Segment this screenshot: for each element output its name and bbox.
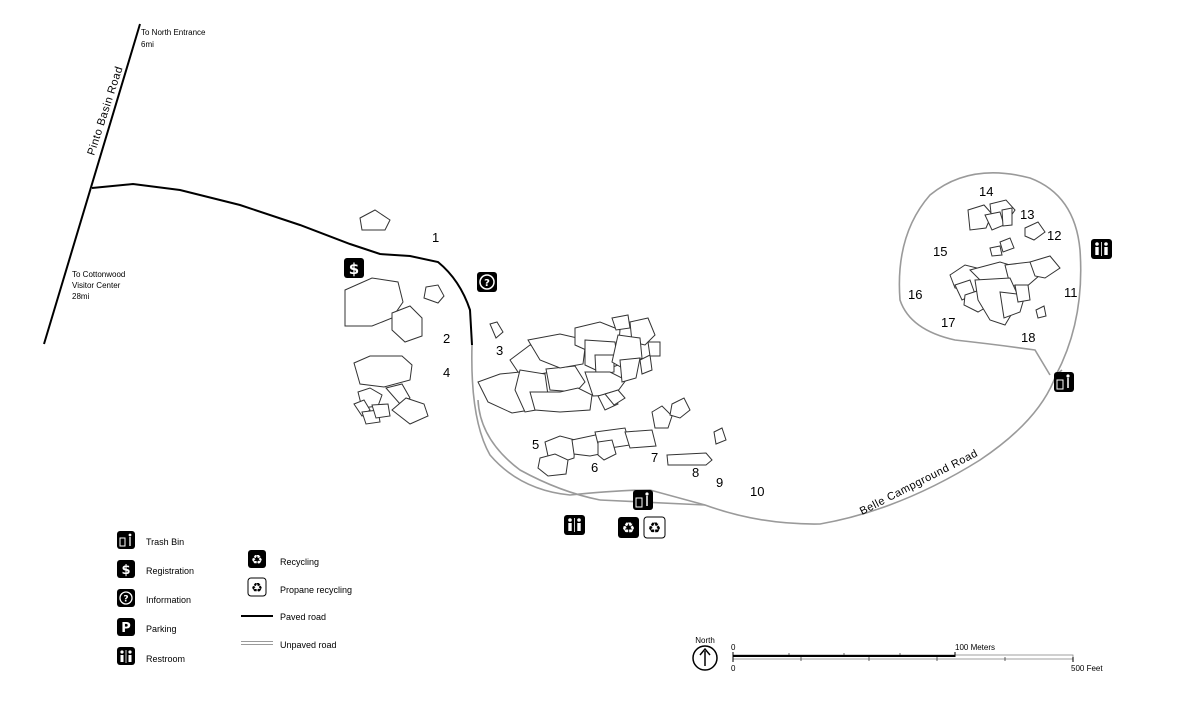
svg-text:♻: ♻: [251, 581, 263, 596]
pinto-basin-road-label: Pinto Basin Road: [85, 65, 125, 157]
question-icon: ?: [117, 589, 135, 607]
svg-text:♻: ♻: [622, 519, 635, 537]
site-17-label: 17: [941, 315, 955, 330]
paved-entrance-road: [91, 182, 473, 346]
legend-information-row: ? Information: [117, 589, 191, 607]
legend-propane-row: ♻ Propane recycling: [247, 577, 352, 597]
legend-parking-label: Parking: [146, 624, 177, 634]
site-7-label: 7: [651, 450, 658, 465]
legend-registration-row: $ Registration: [117, 560, 194, 578]
legend-unpaved-label: Unpaved road: [280, 640, 337, 650]
parking-icon: P: [117, 618, 135, 636]
trash-bin-icon[interactable]: [633, 490, 653, 510]
dollar-icon[interactable]: $: [344, 258, 364, 278]
svg-text:P: P: [121, 621, 131, 636]
svg-text:♻: ♻: [251, 553, 263, 568]
question-icon[interactable]: ?: [477, 272, 497, 292]
site-2-label: 2: [443, 331, 450, 346]
north-entrance-label-1: To North Entrance: [141, 28, 206, 37]
restroom-icon[interactable]: [1091, 239, 1112, 259]
legend: Trash Bin $ Registration ? Information P…: [117, 531, 352, 665]
site-10-label: 10: [750, 484, 764, 499]
site-1-label: 1: [432, 230, 439, 245]
legend-restroom-label: Restroom: [146, 654, 185, 664]
scale-feet-label: 500 Feet: [1071, 664, 1103, 673]
svg-text:$: $: [349, 260, 359, 278]
site-16-label: 16: [908, 287, 922, 302]
site-12-label: 12: [1047, 228, 1061, 243]
legend-parking-row: P Parking: [117, 618, 177, 636]
svg-text:$: $: [121, 563, 130, 578]
belle-campground-road-label: Belle Campground Road: [858, 448, 980, 518]
site-13-label: 13: [1020, 207, 1034, 222]
site-14-label: 14: [979, 184, 993, 199]
legend-recycling-row: ♻ Recycling: [248, 550, 319, 568]
site-9-label: 9: [716, 475, 723, 490]
propane-recycling-icon[interactable]: ♻: [643, 516, 666, 539]
legend-unpaved-row: Unpaved road: [241, 640, 337, 650]
site-15-label: 15: [933, 244, 947, 259]
pinto-basin-road: [43, 23, 141, 345]
site-6-label: 6: [591, 460, 598, 475]
recycling-icon: ♻: [248, 550, 266, 568]
unpaved-road-group: [471, 172, 1082, 525]
site-8-label: 8: [692, 465, 699, 480]
site-11-label: 11: [1064, 285, 1078, 300]
legend-paved-row: Paved road: [241, 612, 326, 622]
north-label: North: [695, 636, 715, 645]
svg-text:♻: ♻: [648, 519, 661, 537]
scale-zero-top: 0: [731, 643, 736, 652]
legend-information-label: Information: [146, 595, 191, 605]
legend-recycling-label: Recycling: [280, 557, 319, 567]
north-arrow: North: [692, 636, 718, 671]
site-5-label: 5: [532, 437, 539, 452]
site-3-label: 3: [496, 343, 503, 358]
scale-meters-label: 100 Meters: [955, 643, 995, 652]
cottonwood-label-2: Visitor Center: [72, 281, 121, 290]
site-4-label: 4: [443, 365, 450, 380]
cottonwood-label-1: To Cottonwood: [72, 270, 125, 279]
svg-text:?: ?: [484, 278, 490, 289]
svg-text:?: ?: [123, 595, 128, 605]
restroom-icon[interactable]: [564, 515, 585, 535]
legend-trash-row: Trash Bin: [117, 531, 184, 549]
north-entrance-label-2: 6mi: [141, 40, 154, 49]
restroom-icon: [117, 647, 135, 665]
legend-restroom-row: Restroom: [117, 647, 185, 665]
scale-zero-bottom: 0: [731, 664, 736, 673]
site-numbers: 1 2 3 4 5 6 7 8 9 10 11 12 13 14 15 16 1…: [432, 184, 1078, 499]
site-18-label: 18: [1021, 330, 1035, 345]
dollar-icon: $: [117, 560, 135, 578]
scale-bar: 0 100 Meters 0 500 Feet: [731, 643, 1103, 673]
trash-bin-icon: [117, 531, 135, 549]
legend-paved-label: Paved road: [280, 612, 326, 622]
rocks: [344, 199, 1061, 477]
propane-recycling-icon: ♻: [247, 577, 267, 597]
cottonwood-label-3: 28mi: [72, 292, 90, 301]
recycling-icon[interactable]: ♻: [618, 517, 639, 538]
trash-bin-icon[interactable]: [1054, 372, 1074, 392]
legend-registration-label: Registration: [146, 566, 194, 576]
legend-trash-label: Trash Bin: [146, 537, 184, 547]
legend-propane-label: Propane recycling: [280, 585, 352, 595]
